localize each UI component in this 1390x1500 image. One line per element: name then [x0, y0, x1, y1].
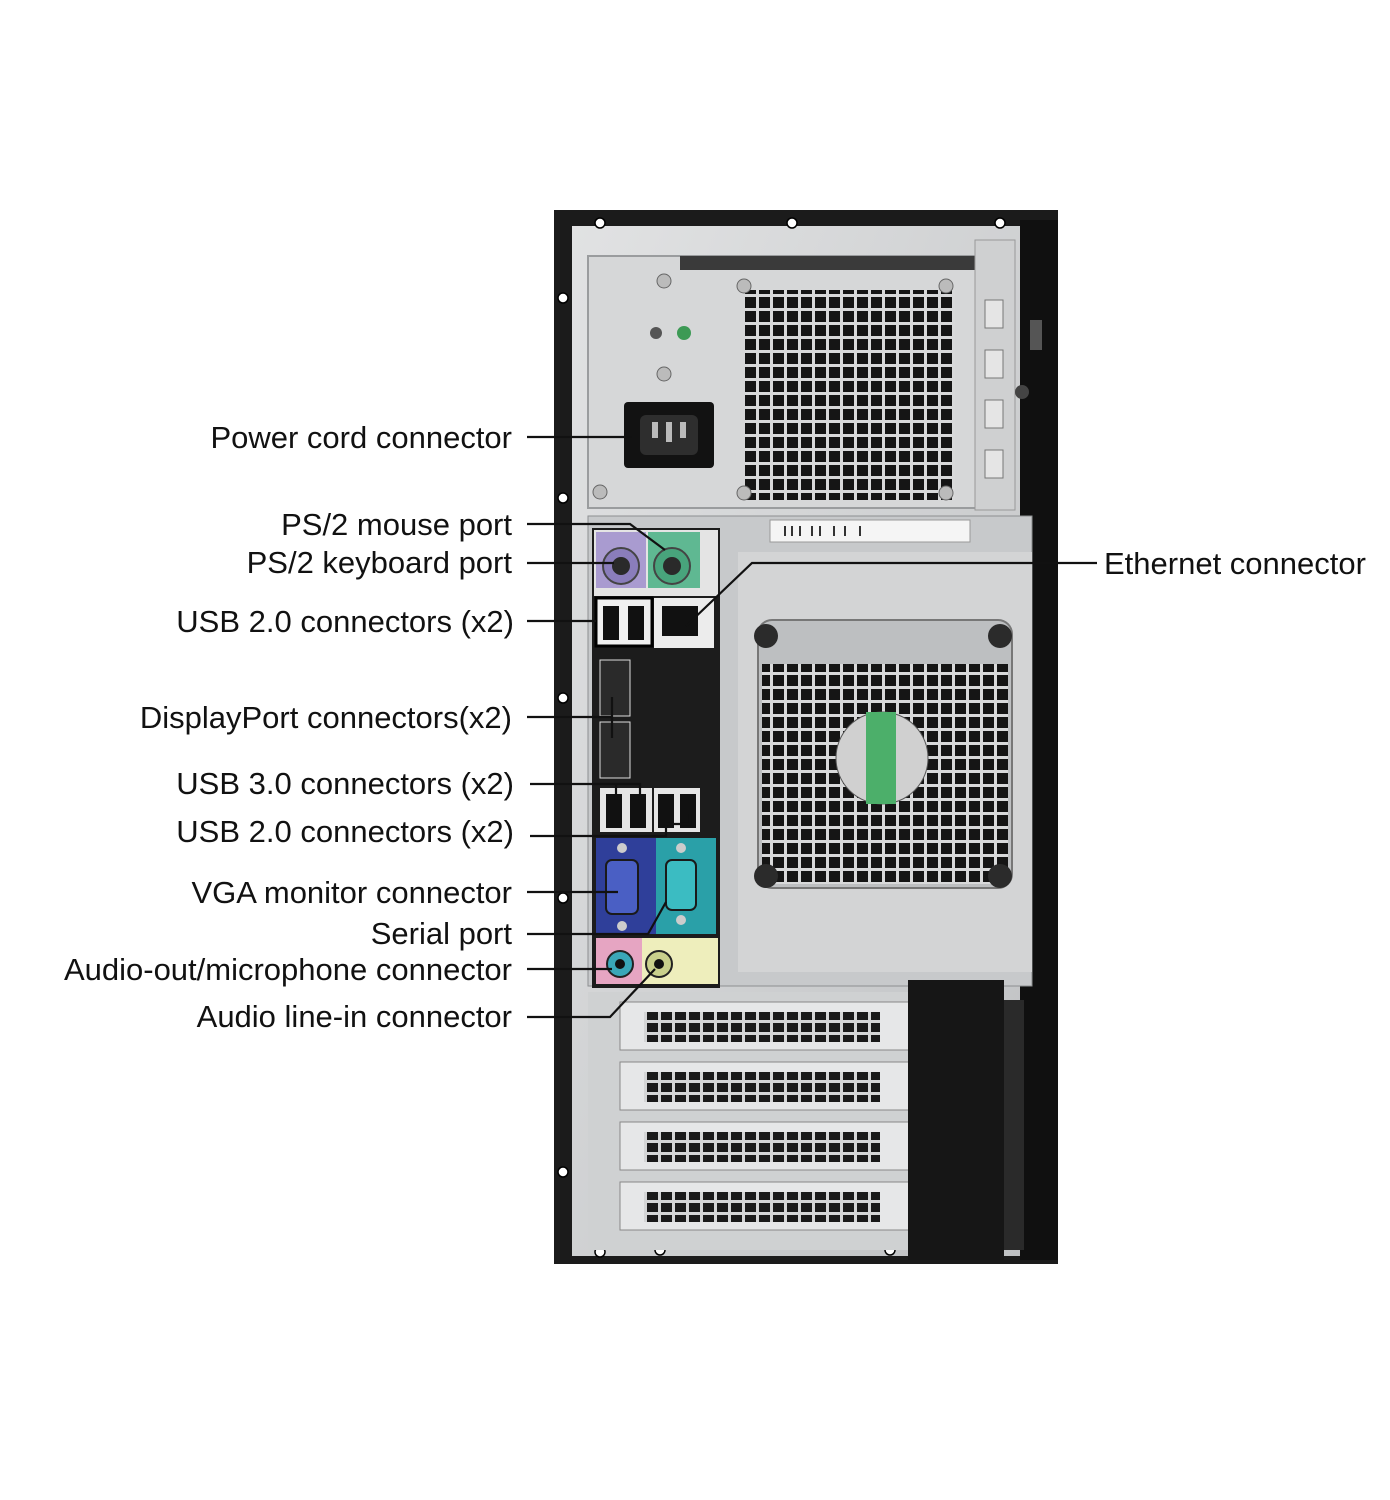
label-usb2-connectors-bottom: USB 2.0 connectors (x2)	[176, 814, 514, 849]
serial-port-icon	[656, 838, 716, 934]
callout-power-cord: Power cord connector	[210, 420, 632, 455]
callout-ps2-keyboard: PS/2 keyboard port	[247, 545, 614, 580]
callout-serial: Serial port	[371, 901, 667, 951]
power-socket-icon	[624, 402, 714, 468]
callout-usb3: USB 3.0 connectors (x2)	[176, 766, 642, 801]
psu-fan-grille-icon	[745, 290, 955, 500]
label-usb3-connectors: USB 3.0 connectors (x2)	[176, 766, 514, 801]
callout-ethernet: Ethernet connector	[685, 546, 1366, 627]
power-supply-unit	[587, 255, 979, 509]
label-ps2-mouse-port: PS/2 mouse port	[281, 507, 512, 542]
callout-audio-out: Audio-out/microphone connector	[64, 952, 612, 987]
side-strip	[974, 239, 1042, 511]
label-vga-monitor-connector: VGA monitor connector	[192, 875, 513, 910]
callout-audio-in: Audio line-in connector	[197, 968, 656, 1034]
label-serial-port: Serial port	[371, 916, 513, 951]
callout-ps2-mouse: PS/2 mouse port	[281, 507, 666, 551]
callout-vga: VGA monitor connector	[192, 875, 618, 910]
ps2-keyboard-port-icon	[596, 532, 646, 588]
callout-usb2-top: USB 2.0 connectors (x2)	[176, 604, 596, 639]
label-usb2-connectors-top: USB 2.0 connectors (x2)	[176, 604, 514, 639]
ethernet-port-icon	[654, 598, 714, 648]
callout-displayport: DisplayPort connectors(x2)	[140, 697, 614, 738]
callouts: Power cord connector PS/2 mouse port PS/…	[64, 420, 1366, 1034]
audio-jack-icon	[596, 938, 718, 984]
io-shield	[592, 528, 720, 988]
vga-port-icon	[596, 838, 656, 934]
displayport-port-icon	[599, 659, 631, 779]
expansion-slots	[588, 980, 1024, 1260]
label-power-cord-connector: Power cord connector	[210, 420, 512, 455]
label-audio-line-in-connector: Audio line-in connector	[197, 999, 512, 1034]
callout-usb2-bottom: USB 2.0 connectors (x2)	[176, 814, 692, 849]
ps2-mouse-port-icon	[648, 532, 700, 588]
usb-port-icon	[594, 596, 654, 648]
label-audio-out-microphone-connector: Audio-out/microphone connector	[64, 952, 512, 987]
label-ps2-keyboard-port: PS/2 keyboard port	[247, 545, 513, 580]
label-displayport-connectors: DisplayPort connectors(x2)	[140, 700, 512, 735]
label-ethernet-connector: Ethernet connector	[1104, 546, 1366, 581]
